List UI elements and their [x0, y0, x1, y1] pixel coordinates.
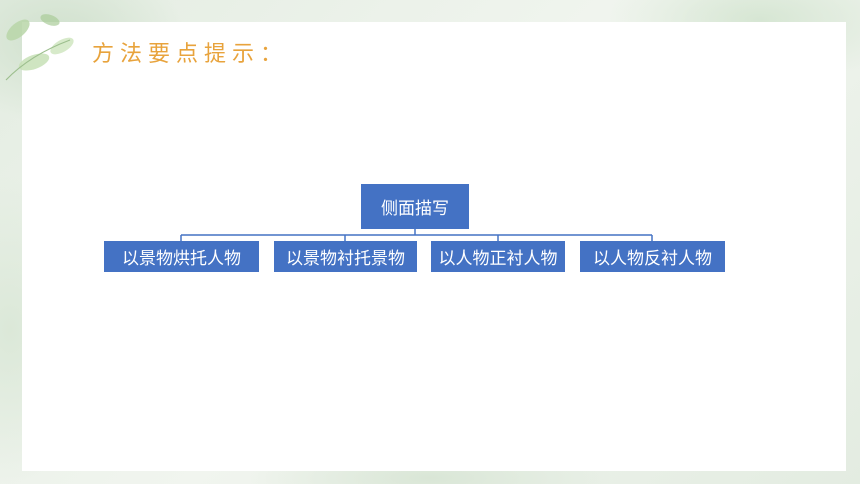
diagram-child-node: 以人物反衬人物	[580, 241, 725, 272]
page-title: 方法要点提示：	[92, 42, 289, 67]
diagram-child-node: 以景物烘托人物	[104, 241, 259, 272]
diagram-child-node: 以景物衬托景物	[274, 241, 417, 272]
diagram-root-node: 侧面描写	[361, 184, 469, 229]
leaves-decoration-icon	[5, 14, 74, 81]
diagram-child-node: 以人物正衬人物	[431, 241, 565, 272]
